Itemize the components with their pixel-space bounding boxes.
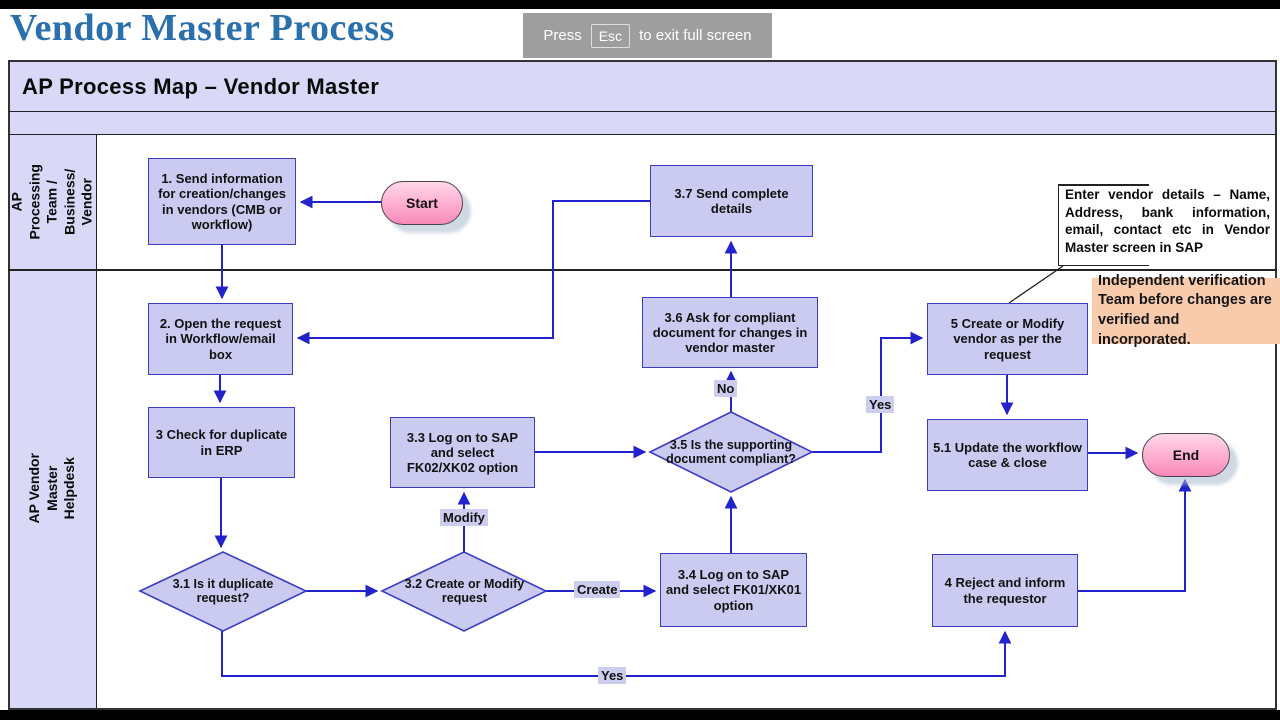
hint-suffix-text: to exit full screen — [639, 27, 752, 44]
node-3-label: 3 Check for duplicate in ERP — [155, 427, 288, 458]
start-label: Start — [406, 195, 438, 211]
decision-3-5-label: 3.5 Is the supporting document compliant… — [666, 438, 796, 466]
decision-3-1-duplicate: 3.1 Is it duplicate request? — [150, 560, 296, 622]
lane-label-ap-processing: AP Processing Team / Business/ Vendor — [8, 135, 96, 269]
diagram-header: AP Process Map – Vendor Master — [8, 60, 1277, 112]
esc-key-badge: Esc — [590, 23, 631, 48]
node-3-check-duplicate: 3 Check for duplicate in ERP — [148, 407, 295, 478]
top-black-bar — [0, 0, 1280, 9]
node-3-4-label: 3.4 Log on to SAP and select FK01/XK01 o… — [665, 567, 802, 613]
lane-divider — [8, 269, 1277, 271]
decision-3-2-create-modify: 3.2 Create or Modify request — [392, 566, 537, 616]
edge-label-create: Create — [574, 581, 621, 598]
bottom-black-bar — [0, 710, 1280, 720]
node-5-create-modify: 5 Create or Modify vendor as per the req… — [927, 303, 1088, 375]
node-3-3-logon-fk02: 3.3 Log on to SAP and select FK02/XK02 o… — [390, 417, 535, 488]
node-5-label: 5 Create or Modify vendor as per the req… — [950, 316, 1065, 362]
hint-press-text: Press — [543, 27, 582, 44]
edge-label-modify: Modify — [440, 509, 488, 526]
node-2-open-request: 2. Open the request in Workflow/email bo… — [148, 303, 293, 375]
decision-3-1-label: 3.1 Is it duplicate request? — [172, 577, 274, 605]
node-5-1-update-workflow: 5.1 Update the workflow case & close — [927, 419, 1088, 491]
header-spacer-band — [8, 112, 1277, 135]
node-2-label: 2. Open the request in Workflow/email bo… — [159, 316, 282, 362]
page-title: Vendor Master Process — [10, 7, 395, 49]
decision-3-2-label: 3.2 Create or Modify request — [404, 577, 525, 605]
lane-label-helpdesk: AP Vendor Master Helpdesk — [8, 269, 96, 708]
independent-verification-note: Independent verification Team before cha… — [1092, 273, 1280, 348]
node-5-1-label: 5.1 Update the workflow case & close — [933, 439, 1082, 470]
lane1-text: AP Processing Team / Business/ Vendor — [8, 164, 95, 240]
node-3-6-ask-document: 3.6 Ask for compliant document for chang… — [642, 297, 818, 368]
node-4-reject-inform: 4 Reject and inform the requestor — [932, 554, 1078, 627]
edge-label-yes-right: Yes — [866, 396, 895, 413]
edge-label-no: No — [714, 380, 738, 397]
edge-label-yes-bottom: Yes — [598, 667, 627, 684]
node-3-7-send-details: 3.7 Send complete details — [650, 165, 813, 237]
end-label: End — [1172, 447, 1200, 463]
swimlane-label-column — [8, 135, 97, 708]
lane2-text: AP Vendor Master Helpdesk — [25, 453, 77, 524]
diagram-header-title: AP Process Map – Vendor Master — [22, 73, 380, 99]
decision-3-5-compliant: 3.5 Is the supporting document compliant… — [658, 420, 804, 484]
end-terminal: End — [1142, 433, 1230, 477]
node-3-7-label: 3.7 Send complete details — [674, 185, 789, 216]
node-1-label: 1. Send information for creation/changes… — [158, 170, 286, 232]
node-4-label: 4 Reject and inform the requestor — [944, 575, 1066, 606]
node-3-3-label: 3.3 Log on to SAP and select FK02/XK02 o… — [406, 429, 519, 476]
fullscreen-exit-hint: Press Esc to exit full screen — [523, 13, 772, 58]
node-3-6-label: 3.6 Ask for compliant document for chang… — [652, 309, 808, 356]
start-terminal: Start — [381, 181, 463, 225]
node-1-send-information: 1. Send information for creation/changes… — [148, 158, 296, 245]
node-3-4-logon-fk01: 3.4 Log on to SAP and select FK01/XK01 o… — [660, 553, 807, 627]
vendor-details-note: Enter vendor details – Name, Address, ba… — [1058, 184, 1272, 266]
